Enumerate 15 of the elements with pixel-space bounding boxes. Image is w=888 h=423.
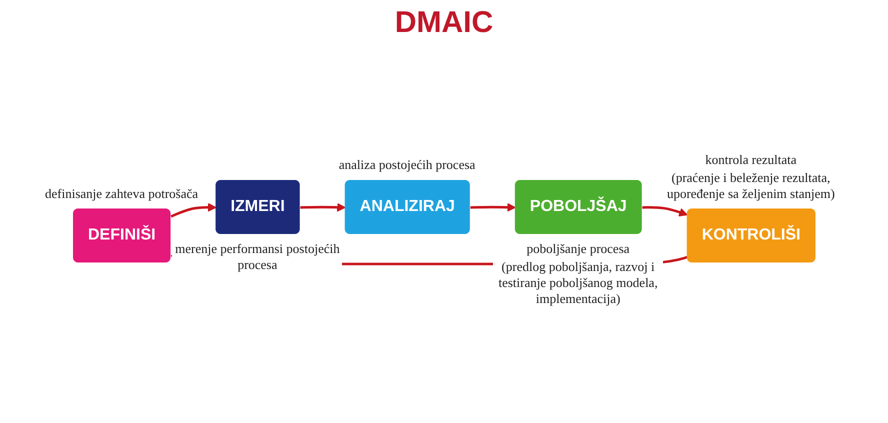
arrow bbox=[300, 202, 346, 212]
node-caption: (predlog poboljšanja, razvoj i testiranje poboljšanog modela, implementacija) bbox=[493, 259, 664, 307]
arrow bbox=[642, 206, 688, 216]
node-caption: poboljšanje procesa bbox=[526, 241, 630, 257]
node-box: IZMERI bbox=[215, 180, 300, 234]
arrow bbox=[470, 202, 516, 212]
diagram-title: DMAIC bbox=[394, 6, 494, 40]
node-box: POBOLJŠAJ bbox=[514, 180, 642, 234]
node-caption: analiza postojećih procesa bbox=[338, 157, 476, 173]
node-box: KONTROLIŠI bbox=[686, 208, 816, 262]
node-box: ANALIZIRAJ bbox=[344, 180, 470, 234]
node-caption: merenje performansi postojećih procesa bbox=[172, 241, 342, 273]
node-caption: definisanje zahteva potrošača bbox=[45, 186, 198, 202]
node-box: DEFINIŠI bbox=[72, 208, 170, 262]
arrow bbox=[170, 202, 216, 218]
